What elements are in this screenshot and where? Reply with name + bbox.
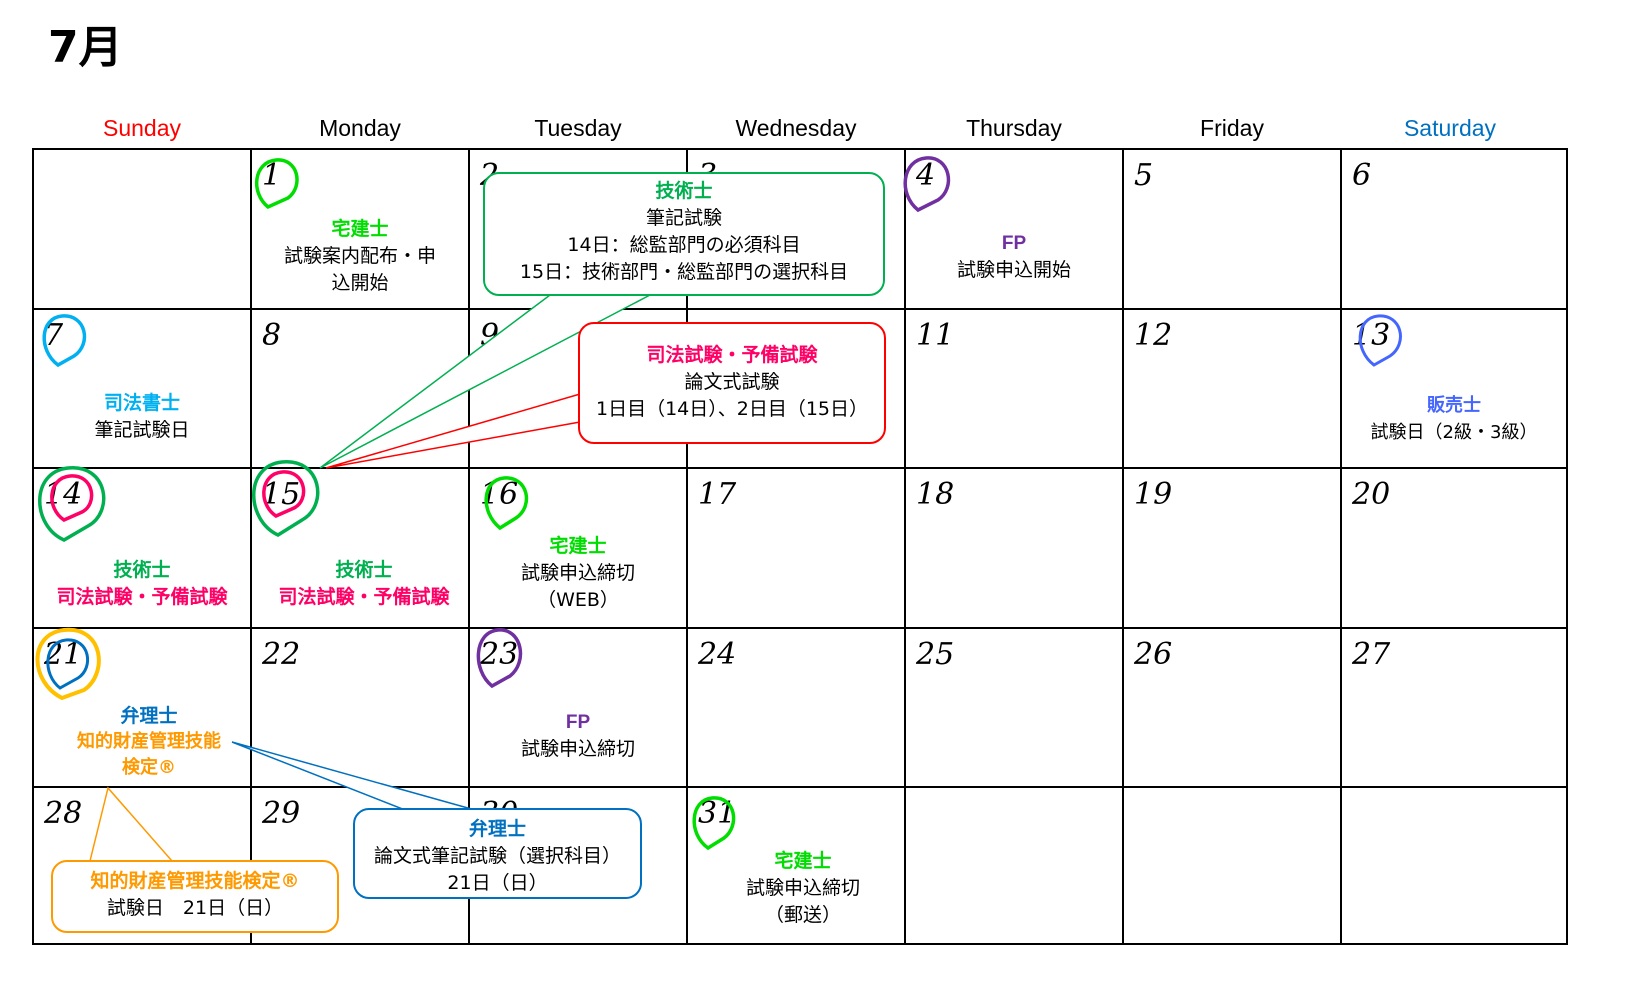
day-number: 8 [262, 318, 282, 353]
day-cell-6[interactable]: 6 [1342, 150, 1568, 310]
day-number: 16 [480, 477, 519, 512]
day-number: 9 [480, 318, 500, 353]
callout-shiho: 司法試験・予備試験 論文式試験 1日目（14日）、2日目（15日） [578, 322, 886, 444]
callout-benrishi: 弁理士 論文式筆記試験（選択科目） 21日（日） [353, 808, 642, 899]
day-number: 1 [262, 158, 282, 193]
day-number: 6 [1352, 158, 1372, 193]
weekday-sunday: Sunday [102, 115, 181, 141]
day-number: 17 [698, 477, 737, 512]
event-takken-mail-deadline: 宅建士 試験申込締切 （郵送） [745, 850, 860, 926]
day-number: 18 [916, 477, 955, 512]
weekday-friday: Friday [1200, 115, 1264, 141]
event-takken-web-deadline: 宅建士 試験申込締切 （WEB） [520, 535, 635, 611]
day-number: 26 [1134, 637, 1173, 672]
day-number: 19 [1134, 477, 1173, 512]
day-number: 23 [480, 637, 519, 672]
day-cell-21[interactable]: 21 弁理士 知的財産管理技能 検定® [34, 629, 252, 788]
day-number: 22 [262, 637, 301, 672]
day-cell-7[interactable]: 7 司法書士 筆記試験日 [34, 310, 252, 469]
day-number: 29 [262, 796, 301, 831]
day-cell-11[interactable]: 11 [906, 310, 1124, 469]
day-cell-24[interactable]: 24 [688, 629, 906, 788]
callout-chiteki: 知的財産管理技能検定® 試験日 21日（日） [51, 860, 339, 933]
day-number: 21 [44, 637, 83, 672]
weekday-wednesday: Wednesday [735, 115, 857, 141]
event-fp-application-close: FP 試験申込締切 [520, 712, 635, 760]
callout-gijutsushi: 技術士 筆記試験 14日：総監部門の必須科目 15日：技術部門・総監部門の選択科… [483, 172, 885, 296]
day-cell-5[interactable]: 5 [1124, 150, 1342, 310]
weekday-saturday: Saturday [1403, 115, 1497, 141]
day-number: 13 [1352, 318, 1391, 353]
day-cell-16[interactable]: 16 宅建士 試験申込締切 （WEB） [470, 469, 688, 629]
day-number: 14 [44, 477, 83, 512]
month-title: 7月 [48, 22, 123, 73]
day-number: 24 [698, 637, 737, 672]
day-cell-12[interactable]: 12 [1124, 310, 1342, 469]
day-cell-19[interactable]: 19 [1124, 469, 1342, 629]
event-takken-guide: 宅建士 試験案内配布・申 込開始 [283, 218, 436, 294]
event-fp-application-open: FP 試験申込開始 [956, 233, 1071, 281]
day-number: 31 [698, 796, 737, 831]
day-number: 5 [1134, 158, 1154, 193]
day-number: 28 [44, 796, 83, 831]
day-number: 11 [916, 318, 955, 353]
day-number: 4 [916, 158, 936, 193]
day-cell-empty [906, 788, 1124, 945]
day-cell-22[interactable]: 22 [252, 629, 470, 788]
event-hanbaishi-exam: 販売士 試験日（2級・3級） [1370, 395, 1538, 443]
event-gijutsushi-shiho: 技術士 司法試験・予備試験 [56, 559, 228, 608]
day-cell-31[interactable]: 31 宅建士 試験申込締切 （郵送） [688, 788, 906, 945]
event-shiho-shoshi-exam: 司法書士 筆記試験日 [94, 392, 190, 441]
day-cell-1[interactable]: 1 宅建士 試験案内配布・申 込開始 [252, 150, 470, 310]
day-cell-14[interactable]: 14 技術士 司法試験・予備試験 [34, 469, 252, 629]
day-cell-empty [34, 150, 252, 310]
weekday-tuesday: Tuesday [534, 115, 622, 141]
day-cell-empty [1342, 788, 1568, 945]
day-number: 7 [44, 318, 64, 353]
day-cell-18[interactable]: 18 [906, 469, 1124, 629]
day-number: 20 [1352, 477, 1391, 512]
day-cell-8[interactable]: 8 [252, 310, 470, 469]
weekday-monday: Monday [319, 115, 401, 141]
day-number: 25 [916, 637, 955, 672]
day-cell-17[interactable]: 17 [688, 469, 906, 629]
day-number: 27 [1352, 637, 1391, 672]
day-cell-23[interactable]: 23 FP 試験申込締切 [470, 629, 688, 788]
day-number: 12 [1134, 318, 1173, 353]
day-number: 15 [262, 477, 301, 512]
day-cell-4[interactable]: 4 FP 試験申込開始 [906, 150, 1124, 310]
day-cell-13[interactable]: 13 販売士 試験日（2級・3級） [1342, 310, 1568, 469]
weekday-thursday: Thursday [966, 115, 1062, 141]
day-cell-27[interactable]: 27 [1342, 629, 1568, 788]
day-cell-25[interactable]: 25 [906, 629, 1124, 788]
event-gijutsushi-shiho: 技術士 司法試験・予備試験 [278, 559, 450, 608]
event-benrishi-chiteki: 弁理士 知的財産管理技能 検定® [77, 705, 221, 778]
day-cell-20[interactable]: 20 [1342, 469, 1568, 629]
day-cell-15[interactable]: 15 技術士 司法試験・予備試験 [252, 469, 470, 629]
day-cell-26[interactable]: 26 [1124, 629, 1342, 788]
day-cell-empty [1124, 788, 1342, 945]
